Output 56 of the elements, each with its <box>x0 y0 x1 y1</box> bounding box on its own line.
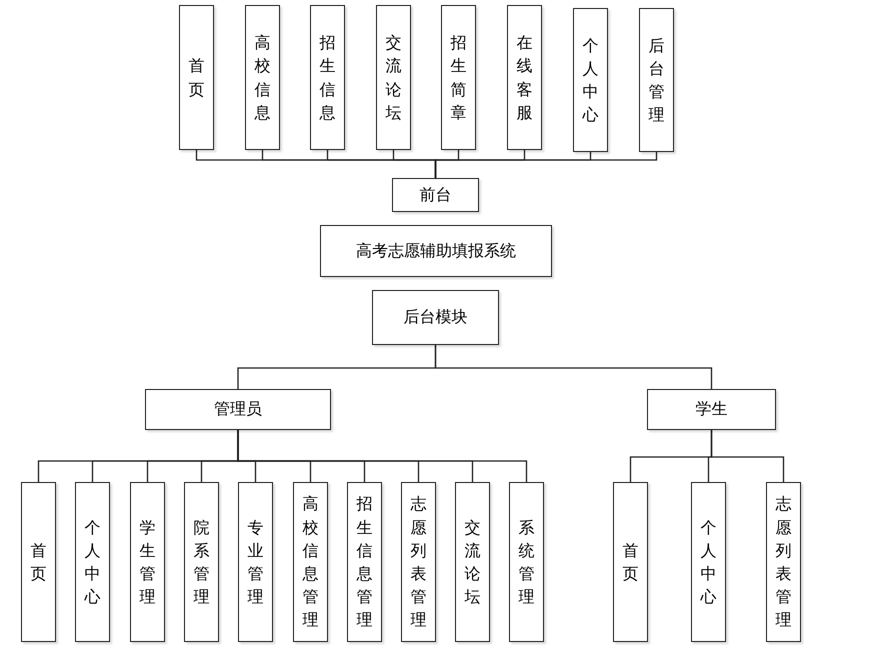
module-label: 高考志愿辅助填报系统 <box>356 240 516 262</box>
module-label: 志愿列表管理 <box>776 493 792 632</box>
module-label: 后台管理 <box>648 34 664 126</box>
module-label: 高校信息 <box>254 32 270 124</box>
module-label: 交流论坛 <box>464 516 480 608</box>
module-box <box>376 5 411 150</box>
module-box <box>613 482 648 642</box>
module-label: 学生管理 <box>140 516 156 608</box>
module-box <box>310 5 345 150</box>
module-box <box>184 482 219 642</box>
module-label: 首页 <box>622 540 638 585</box>
module-label: 招生信息 <box>320 32 336 124</box>
module-box <box>401 482 436 642</box>
module-label: 个人中心 <box>84 516 100 608</box>
module-box <box>647 389 776 430</box>
module-box <box>691 482 726 642</box>
module-box <box>441 5 476 150</box>
module-box <box>372 290 499 345</box>
module-label: 交流论坛 <box>386 32 402 124</box>
module-box <box>392 178 479 212</box>
module-label: 后台模块 <box>404 307 468 328</box>
module-box <box>130 482 165 642</box>
module-label: 高校信息管理 <box>302 493 318 632</box>
module-label: 系统管理 <box>518 516 534 608</box>
module-box <box>238 482 273 642</box>
module-box <box>766 482 801 642</box>
module-label: 院系管理 <box>194 516 210 608</box>
module-label: 专业管理 <box>248 516 264 608</box>
module-box <box>293 482 328 642</box>
module-label: 个人中心 <box>582 34 598 126</box>
module-box <box>75 482 110 642</box>
module-label: 学生 <box>696 399 728 420</box>
module-box <box>179 5 214 150</box>
module-label: 招生简章 <box>450 32 466 124</box>
module-box <box>245 5 280 150</box>
module-label: 个人中心 <box>700 516 716 608</box>
module-label: 首页 <box>188 55 204 100</box>
module-box <box>320 225 552 277</box>
connector-line <box>434 345 712 389</box>
module-label: 招生信息管理 <box>356 493 372 632</box>
module-box <box>455 482 490 642</box>
module-label: 管理员 <box>214 399 262 420</box>
module-label: 志愿列表管理 <box>410 493 426 632</box>
module-box <box>639 8 674 152</box>
connector-line <box>434 152 658 178</box>
module-label: 首页 <box>30 540 46 585</box>
connector-line <box>710 430 784 482</box>
module-box <box>347 482 382 642</box>
module-box <box>21 482 56 642</box>
module-box <box>507 5 542 150</box>
module-label: 在线客服 <box>516 32 532 124</box>
connector-line <box>237 430 528 482</box>
module-box <box>573 8 608 152</box>
module-box <box>509 482 544 642</box>
module-label: 前台 <box>420 184 452 206</box>
module-box <box>145 389 331 430</box>
